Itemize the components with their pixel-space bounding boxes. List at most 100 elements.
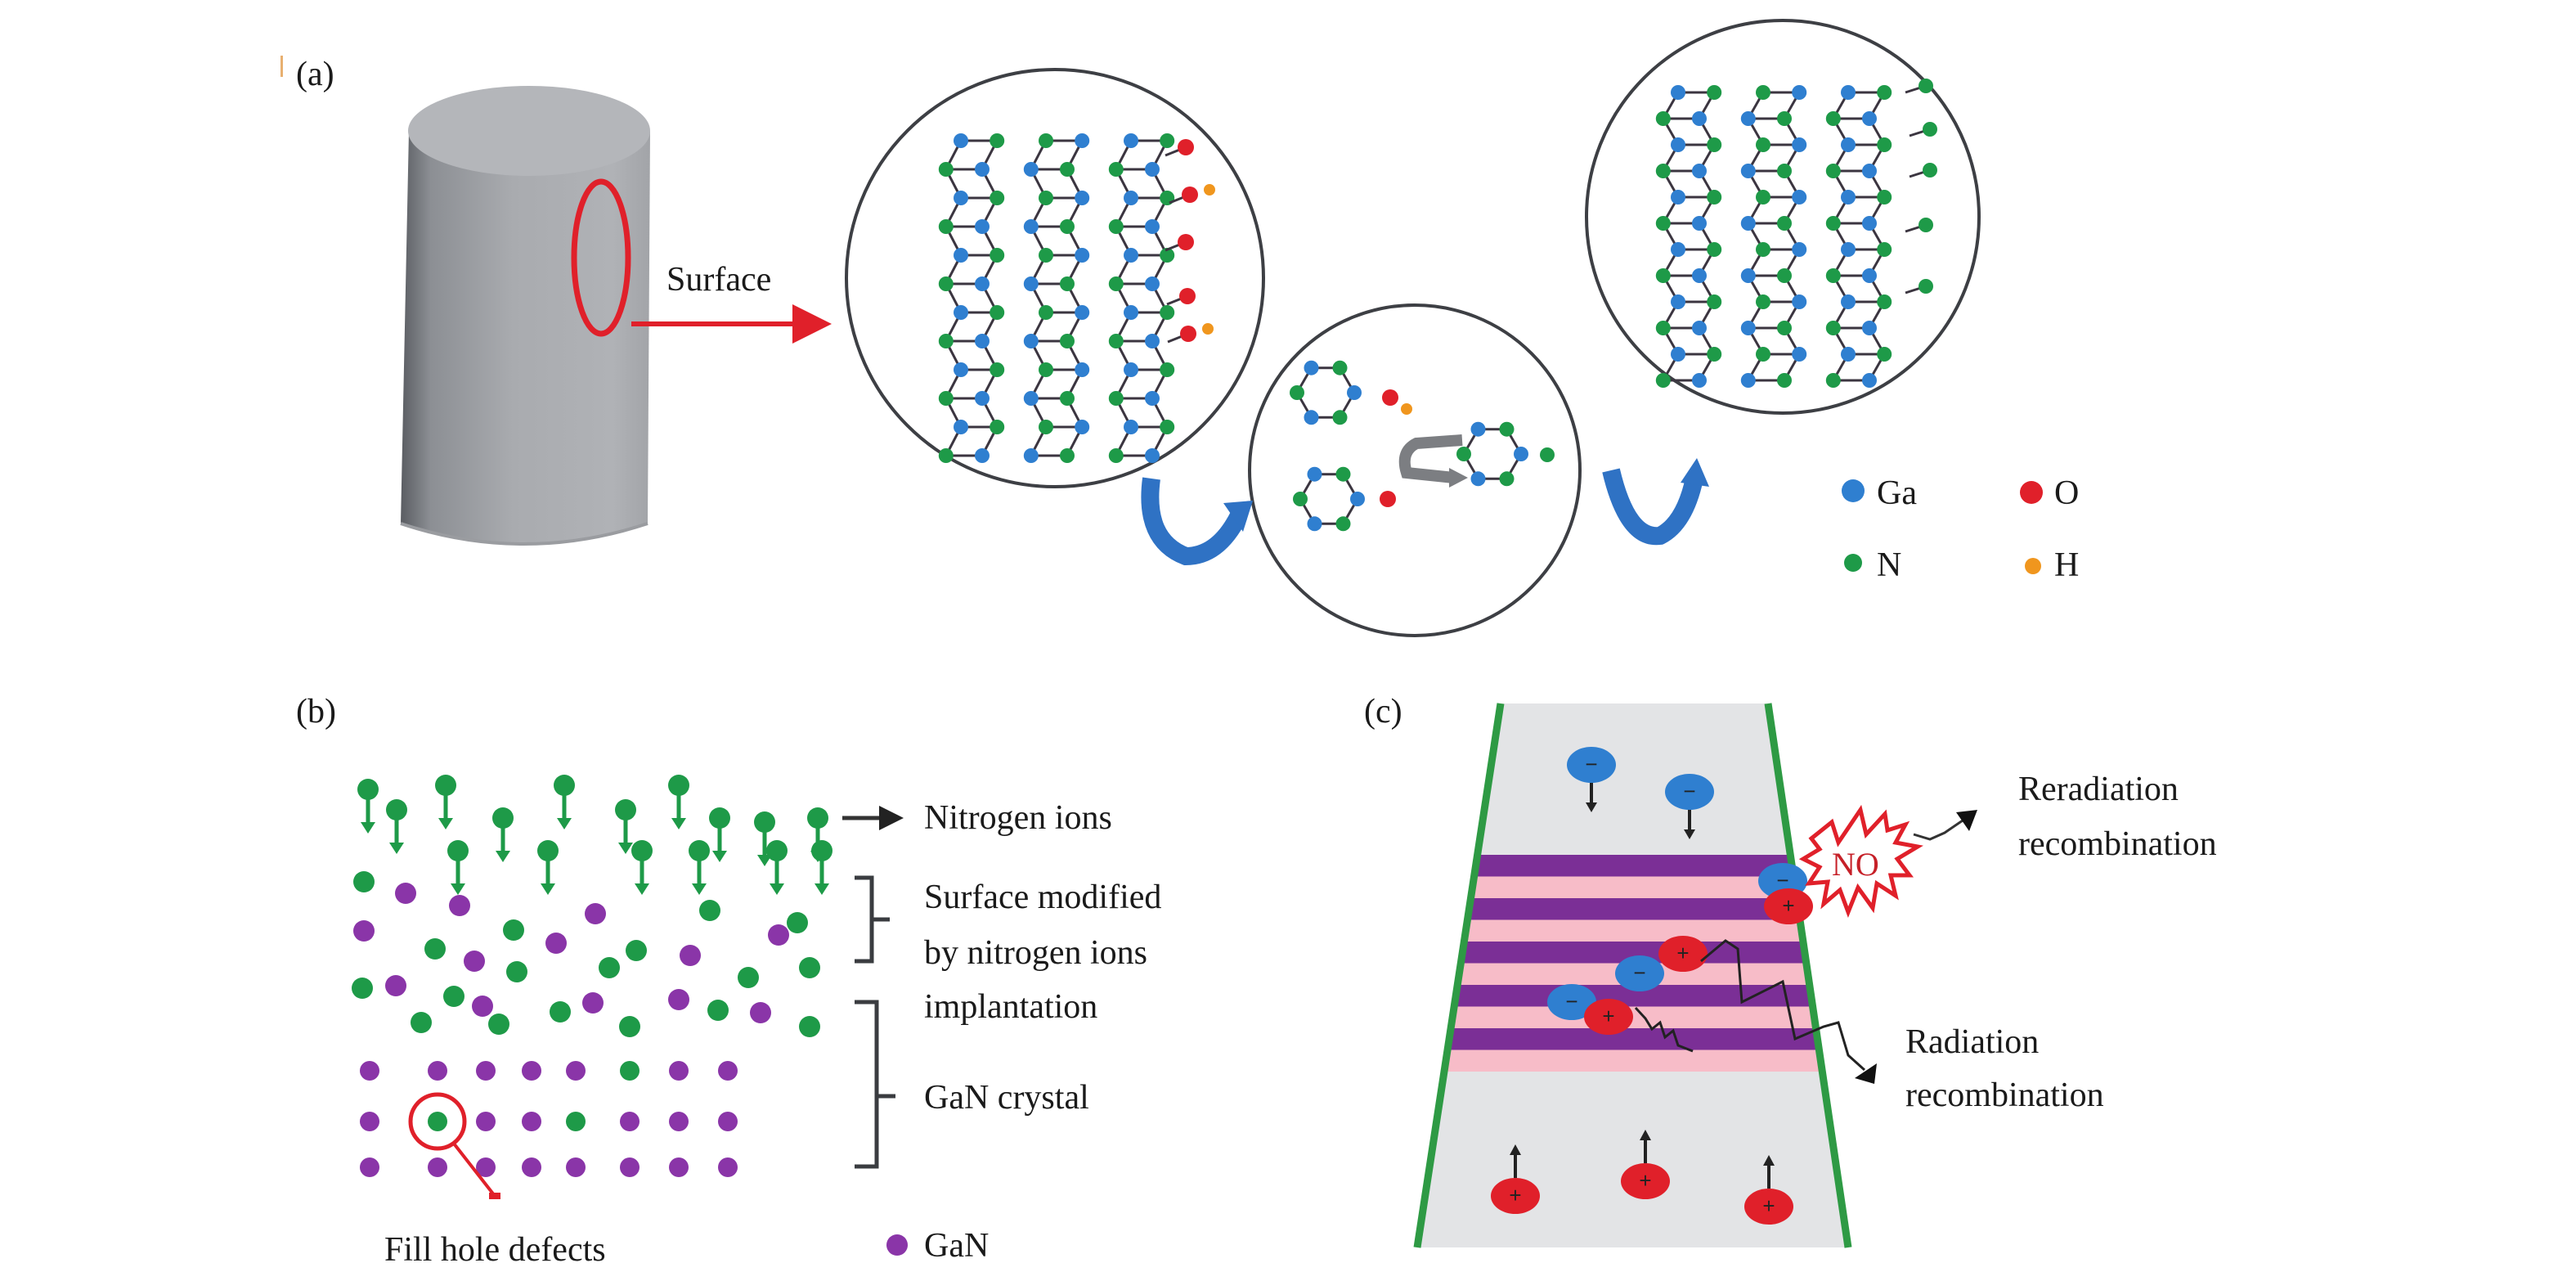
- gan-atom: [768, 924, 789, 946]
- ga-atom: [1671, 137, 1685, 152]
- lattice-clean: [1655, 79, 1937, 388]
- ga-atom: [1671, 347, 1685, 362]
- ion-arrow-head: [361, 822, 375, 834]
- ga-atom: [1841, 294, 1856, 309]
- n-atom: [443, 986, 464, 1007]
- nitrogen-ions-group: [357, 775, 832, 895]
- n-atom: [990, 305, 1005, 320]
- n-atom: [1919, 79, 1933, 93]
- n-atom: [1108, 162, 1124, 177]
- ga-atom: [954, 305, 968, 320]
- n-atom: [1332, 360, 1348, 375]
- nitrogen-ion: [766, 840, 788, 861]
- n-atom: [1160, 248, 1175, 263]
- radiation-arrowhead: [1855, 1063, 1877, 1084]
- gan-atom: [360, 1157, 379, 1177]
- ga-atom: [1740, 111, 1756, 126]
- surface-highlight-ellipse: [571, 178, 631, 337]
- n-atom: [1108, 448, 1124, 463]
- ga-atom: [1692, 164, 1707, 178]
- n-atom: [1655, 321, 1671, 335]
- ga-atom: [1470, 471, 1486, 487]
- ga-atom: [1792, 137, 1807, 152]
- n-atom: [1777, 268, 1792, 283]
- n-atom: [787, 912, 808, 933]
- ga-atom: [1740, 164, 1756, 178]
- gan-atom: [476, 1061, 496, 1081]
- hole: [1584, 999, 1633, 1035]
- ga-atom: [975, 219, 990, 234]
- n-atom: [1335, 466, 1351, 482]
- o-atom: [1182, 187, 1198, 203]
- gan-atom: [428, 1157, 447, 1177]
- gan-crystal-atoms: [360, 1061, 738, 1177]
- n-atom: [1290, 385, 1304, 400]
- n-atom: [1825, 216, 1841, 231]
- ga-atom: [1145, 276, 1160, 291]
- nitrogen-ion: [386, 799, 407, 820]
- lattice-oxidized: [938, 133, 1215, 463]
- charge-sign: +: [1639, 1168, 1651, 1193]
- ga-atom: [1023, 448, 1039, 463]
- gan-atom: [620, 1157, 640, 1177]
- band: [1451, 1006, 1816, 1028]
- n-atom: [1919, 279, 1933, 294]
- defect-label: Fill hole defects: [384, 1231, 606, 1269]
- gan-atom: [669, 1157, 689, 1177]
- ga-atom: [1023, 334, 1039, 348]
- process-arrow-1: [1141, 477, 1247, 566]
- panel-b: (b) Fill hole defects Nitrogen ions Surf…: [296, 693, 1161, 1269]
- n-atom: [1160, 191, 1175, 205]
- ga-atom: [1862, 164, 1877, 178]
- gan-atom: [585, 903, 606, 924]
- photon-path-short: [1634, 1006, 1694, 1053]
- ga-atom: [1841, 137, 1856, 152]
- surface-label: Surface: [666, 261, 771, 299]
- ga-atom: [1792, 294, 1807, 309]
- ga-atom: [1841, 347, 1856, 362]
- gan-atom: [522, 1112, 541, 1131]
- n-atom: [626, 940, 647, 961]
- ga-atom: [1124, 191, 1138, 205]
- n-atom: [1756, 137, 1770, 152]
- o-atom: [1178, 234, 1194, 250]
- panel-a-label: (a): [296, 56, 334, 93]
- n-atom: [411, 1012, 432, 1033]
- ga-atom: [1145, 334, 1160, 348]
- n-atom: [1039, 305, 1053, 320]
- nitrogen-ion: [807, 807, 828, 829]
- ion-arrow-head: [815, 883, 829, 895]
- ion-arrow-head: [692, 883, 707, 895]
- n-atom: [1160, 362, 1175, 377]
- n-atom: [990, 420, 1005, 434]
- n-atom: [1825, 373, 1841, 388]
- charge-sign: −: [1565, 989, 1577, 1014]
- panel-c-label: (c): [1364, 693, 1402, 730]
- ga-atom: [1692, 216, 1707, 231]
- ga-atom: [975, 162, 990, 177]
- gan-atom: [449, 895, 470, 916]
- ion-arrow-head: [438, 818, 453, 829]
- h-atom: [1202, 323, 1214, 335]
- ga-atom: [1671, 190, 1685, 205]
- nitrogen-ion: [631, 840, 653, 861]
- ga-atom: [1862, 216, 1877, 231]
- gan-atom: [718, 1112, 738, 1131]
- no-label: NO: [1832, 846, 1879, 883]
- ga-atom: [1792, 347, 1807, 362]
- nitrogen-ions-label: Nitrogen ions: [924, 799, 1112, 837]
- ga-atom: [1075, 305, 1090, 320]
- n-atom: [1655, 216, 1671, 231]
- h-atom: [1204, 184, 1215, 196]
- ga-atom: [1023, 391, 1039, 406]
- svg-text:N: N: [1877, 546, 1901, 584]
- ga-atom: [1671, 85, 1685, 100]
- n-atom: [1039, 420, 1053, 434]
- nitrogen-ion: [554, 775, 575, 796]
- drift-arrowhead: [1763, 1155, 1775, 1166]
- electron: [1665, 774, 1714, 810]
- n-atom: [1707, 85, 1722, 100]
- gan-atom: [718, 1061, 738, 1081]
- n-atom: [1756, 190, 1770, 205]
- gan-crystal-label: GaN crystal: [924, 1079, 1089, 1117]
